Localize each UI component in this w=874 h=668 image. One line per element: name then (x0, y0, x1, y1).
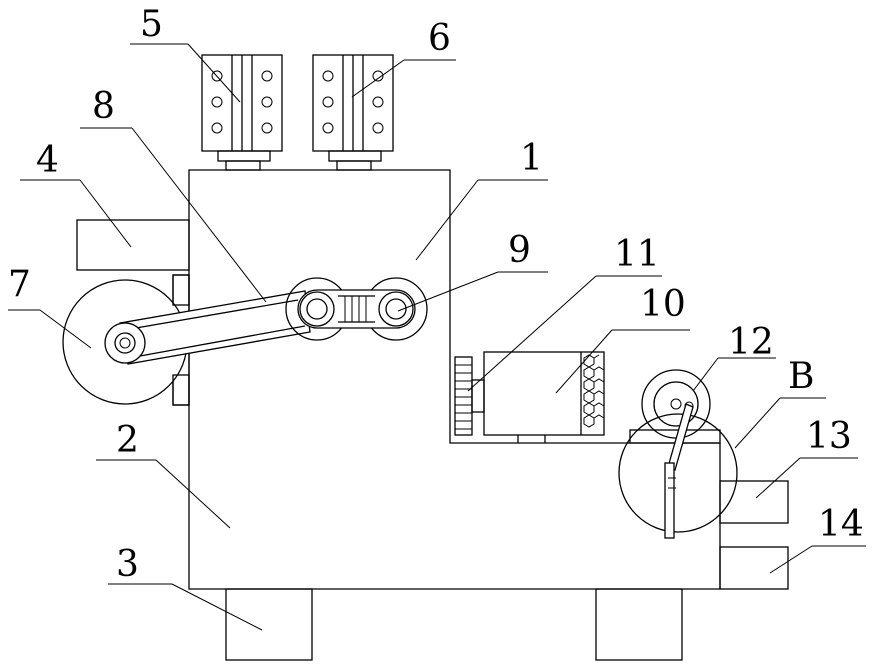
label-6: 6 (428, 18, 451, 59)
top-block-5 (202, 55, 282, 170)
label-10: 10 (640, 284, 686, 325)
label-14: 14 (818, 504, 864, 545)
outlet-13 (720, 481, 788, 523)
label-11: 11 (614, 234, 660, 275)
motor (484, 352, 604, 443)
label-4: 4 (36, 140, 59, 181)
detail-b (619, 404, 737, 538)
label-3: 3 (116, 544, 139, 585)
label-8: 8 (92, 86, 115, 127)
label-2: 2 (116, 420, 139, 461)
gear (455, 357, 484, 435)
right-foot (596, 589, 682, 660)
side-block (77, 220, 189, 270)
label-12: 12 (728, 322, 774, 363)
label-B: B (788, 356, 814, 397)
label-5: 5 (140, 4, 163, 45)
label-7: 7 (8, 264, 31, 305)
label-9: 9 (508, 230, 531, 271)
top-block-6 (313, 55, 393, 170)
small-wheel (642, 370, 710, 438)
label-13: 13 (806, 416, 852, 457)
label-1: 1 (520, 138, 543, 179)
left-foot (226, 589, 312, 660)
